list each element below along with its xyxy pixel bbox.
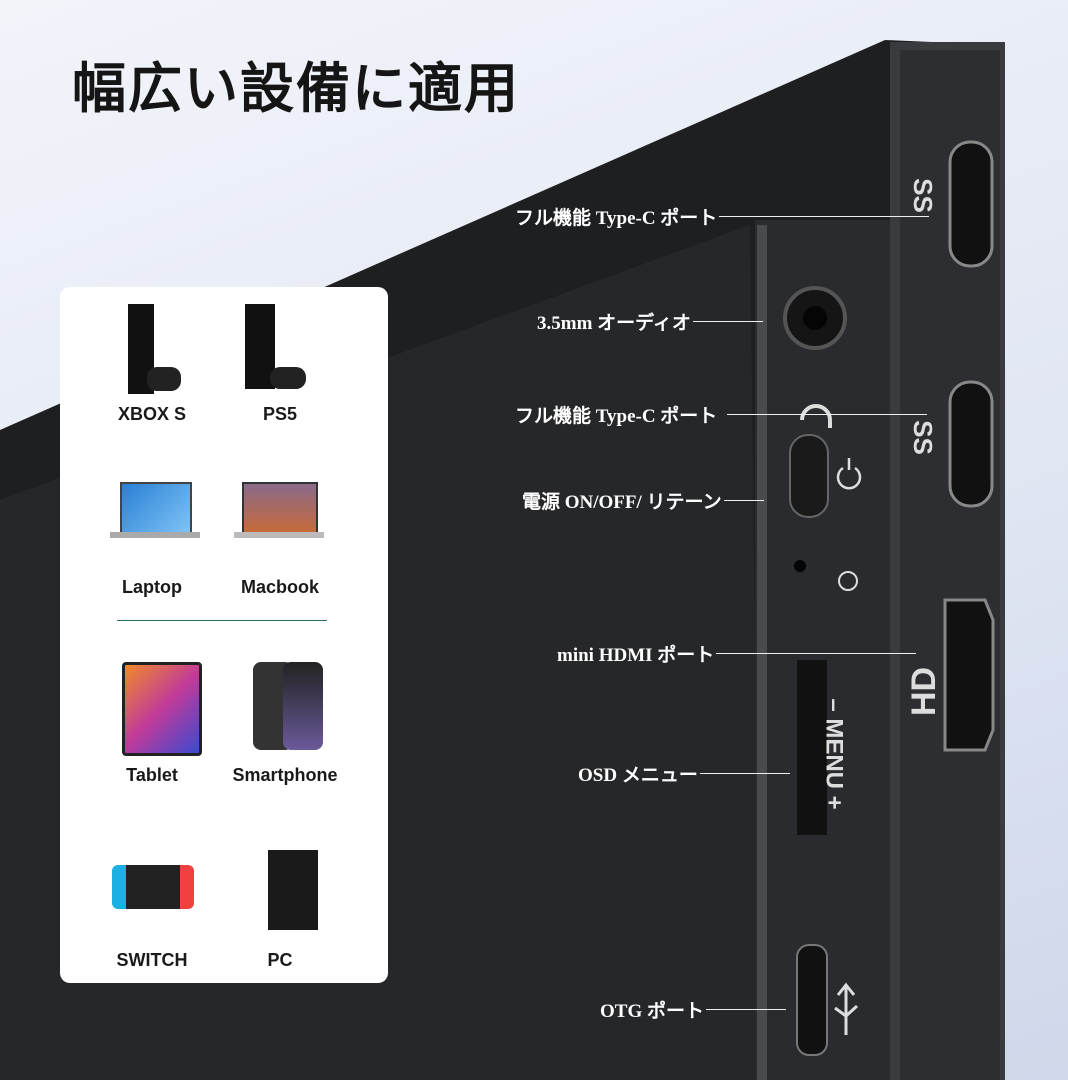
macbook-icon — [220, 472, 340, 567]
xbox-console-icon — [92, 299, 212, 394]
pc-tower-icon — [220, 845, 340, 940]
tablet-icon — [92, 660, 212, 756]
divider — [117, 620, 327, 621]
port-label-type-c-2: フル機能 Type-C ポート — [515, 401, 928, 428]
device-macbook: Macbook — [220, 472, 340, 598]
device-switch: SWITCH — [92, 845, 212, 971]
hdmi-mark: HD — [905, 666, 944, 717]
device-label: SWITCH — [116, 950, 188, 970]
device-tablet: Tablet — [92, 660, 212, 786]
device-label: Tablet — [126, 765, 178, 785]
port-label-osd-menu: OSD メニュー — [578, 760, 790, 787]
type-c-port-1 — [948, 140, 994, 268]
otg-port — [796, 944, 828, 1056]
monitor-port-panel — [755, 220, 890, 1080]
smartphone-icon — [225, 660, 345, 755]
indicator-led — [794, 560, 806, 572]
device-xbox: XBOX S — [92, 299, 212, 425]
osd-menu-wheel — [797, 660, 827, 835]
power-icon — [836, 458, 862, 490]
menu-mark: – MENU + — [820, 698, 848, 810]
page-title: 幅広い設備に適用 — [72, 57, 520, 120]
brightness-icon — [838, 571, 858, 591]
ps-console-icon — [220, 299, 340, 394]
port-label-otg: OTG ポート — [600, 996, 786, 1023]
device-laptop: Laptop — [92, 472, 212, 598]
device-label: Laptop — [122, 577, 182, 597]
port-label-audio: 3.5mm オーディオ — [537, 308, 763, 335]
port-label-mini-hdmi: mini HDMI ポート — [557, 640, 917, 667]
port-label-type-c-1: フル機能 Type-C ポート — [515, 203, 930, 230]
device-label: Smartphone — [232, 765, 338, 785]
device-label: Macbook — [240, 577, 319, 597]
mini-hdmi-port — [943, 598, 995, 752]
power-button — [789, 434, 829, 518]
device-pc: PC — [220, 845, 340, 971]
usb-icon — [834, 982, 859, 1035]
device-label: PS5 — [262, 404, 298, 424]
laptop-icon — [92, 472, 212, 567]
port-label-power: 電源 ON/OFF/ リテーン — [522, 487, 764, 514]
device-label: XBOX S — [117, 404, 187, 424]
type-c-port-2 — [948, 380, 994, 508]
device-ps5: PS5 — [220, 299, 340, 425]
device-label: PC — [267, 950, 293, 970]
switch-console-icon — [92, 845, 212, 940]
device-compatibility-card: XBOX S PS5 Laptop Macbook Tablet Smartph… — [60, 287, 388, 983]
device-smartphone: Smartphone — [225, 660, 345, 786]
